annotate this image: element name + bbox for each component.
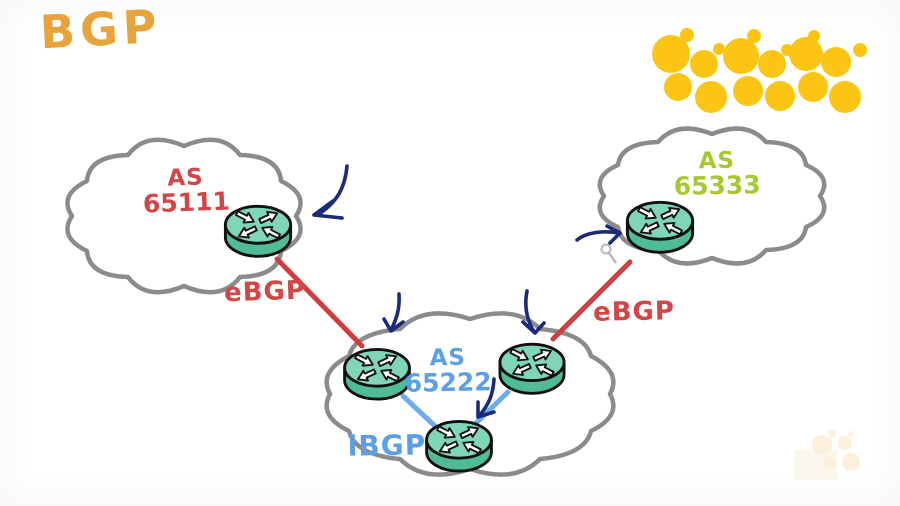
annotation-arrow-center-right [521,289,546,335]
mouse-cursor-icon [600,243,618,264]
ibgp-link-left [400,393,439,430]
as65222-number: 65222 [404,367,492,399]
router-icon-as65222-bottom [425,419,493,473]
router-icon-as65333 [625,200,695,254]
as65333-number: 65333 [673,170,761,202]
annotation-arrow-right-cloud [575,224,622,245]
annotation-arrow-left-cloud [312,164,349,220]
as65111-label: AS 65111 [125,164,247,219]
ebgp-label-right: eBGP [592,296,676,328]
annotation-arrow-center-left [382,292,405,333]
faint-dots-decoration [795,430,860,480]
annotation-arrow-bottom-router [476,377,496,419]
as65111-number: 65111 [142,186,231,219]
ibgp-link-right [468,389,511,431]
yellow-dots-decoration [652,28,867,113]
page-title: BGP [38,0,163,60]
as65333-label: AS 65333 [657,148,778,202]
ebgp-label-left: eBGP [223,275,307,309]
ebgp-link-left [274,256,365,349]
router-icon-as65222-right [498,342,566,395]
as65222-label: AS 65222 [388,345,509,399]
ebgp-link-right [550,259,633,342]
ibgp-label: iBGP [347,428,427,463]
